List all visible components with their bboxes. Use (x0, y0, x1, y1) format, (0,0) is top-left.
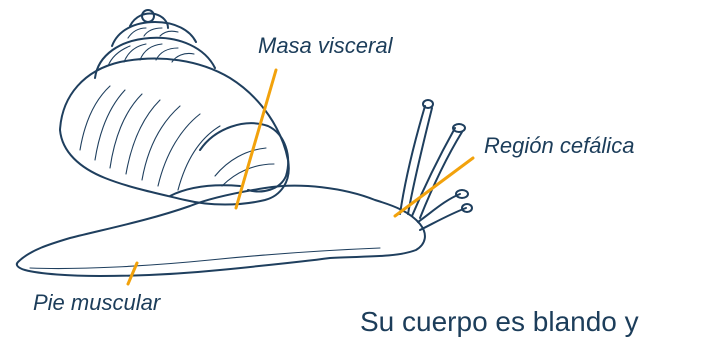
label-muscular-foot: Pie muscular (33, 290, 160, 316)
label-head-region: Región cefálica (484, 133, 634, 159)
tentacle-lower-2 (420, 208, 466, 230)
label-visceral-mass: Masa visceral (258, 33, 392, 59)
shell-body-whorl (60, 59, 289, 205)
snail-foot (17, 186, 425, 276)
caption-text: Su cuerpo es blando y (360, 306, 639, 338)
tentacle-upper-right (412, 128, 455, 216)
snail-anatomy-diagram: Masa visceral Región cefálica Pie muscul… (0, 0, 703, 323)
tentacle-tip-1 (423, 100, 433, 108)
shell-apex-tip (142, 10, 154, 22)
